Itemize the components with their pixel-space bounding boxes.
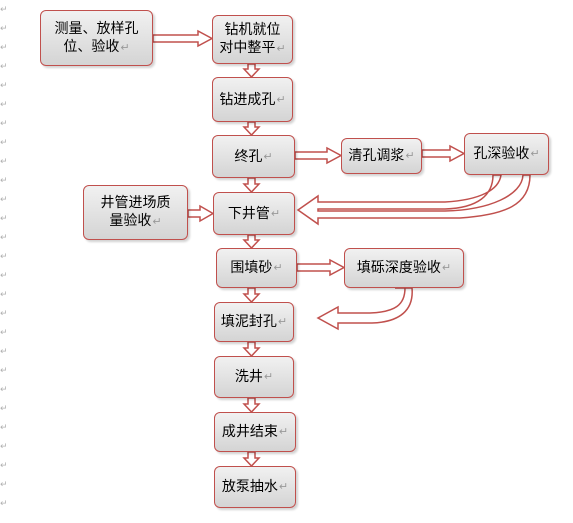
node-depth-label: 孔深验收 <box>473 146 530 162</box>
arrow-survey-to-align <box>152 29 214 48</box>
arrow-wash-to-complete <box>242 397 261 414</box>
node-pipecheck-line1: 井管进场质 <box>100 195 171 211</box>
paragraph-mark: ↵ <box>0 328 8 338</box>
paragraph-mark: ↵ <box>0 233 8 243</box>
node-complete: 成井结束↵ <box>214 412 296 452</box>
arrow-clean-to-depth <box>421 144 466 163</box>
arrow-pipecheck-to-lower <box>187 204 215 223</box>
arrow-depth-to-lower <box>296 174 531 226</box>
paragraph-mark: ↵ <box>0 480 8 490</box>
node-pump: 放泵抽水↵ <box>214 466 296 508</box>
arrow-finish-to-clean <box>294 146 343 165</box>
node-lower: 下井管↵ <box>213 192 295 235</box>
node-pump-label: 放泵抽水 <box>221 479 278 495</box>
paragraph-mark: ↵ <box>0 347 8 357</box>
node-complete-label: 成井结束 <box>221 424 278 440</box>
node-lower-label: 下井管 <box>227 205 270 222</box>
arrow-complete-to-pump <box>242 451 261 468</box>
arrow-finish-to-lower <box>242 177 261 194</box>
node-drill-label: 钻进成孔 <box>219 91 276 108</box>
node-finish-label: 终孔 <box>234 148 263 165</box>
paragraph-mark: ↵ <box>0 157 8 167</box>
paragraph-mark: ↵ <box>276 42 286 55</box>
paragraph-mark: ↵ <box>441 261 452 274</box>
node-fill-label: 围填砂 <box>230 260 273 276</box>
paragraph-mark: ↵ <box>0 499 8 509</box>
paragraph-mark: ↵ <box>263 149 273 163</box>
node-clean-label: 清孔调浆 <box>348 148 405 164</box>
arrow-fill-to-seal <box>242 287 261 304</box>
paragraph-mark: ↵ <box>405 149 415 162</box>
arrow-align-to-drill <box>242 63 261 79</box>
paragraph-mark: ↵ <box>273 261 283 274</box>
arrow-gravel-to-seal <box>316 287 413 331</box>
paragraph-mark: ↵ <box>0 309 8 319</box>
node-seal-label: 填泥封孔 <box>220 314 277 330</box>
paragraph-mark: ↵ <box>0 366 8 376</box>
paragraph-mark: ↵ <box>0 195 8 205</box>
paragraph-mark: ↵ <box>0 5 8 15</box>
paragraph-mark: ↵ <box>0 214 8 224</box>
arrow-seal-to-wash <box>242 341 261 358</box>
node-wash: 洗井↵ <box>214 356 294 398</box>
paragraph-mark: ↵ <box>0 385 8 395</box>
paragraph-mark: ↵ <box>0 461 8 471</box>
paragraph-mark: ↵ <box>0 81 8 91</box>
node-gravel: 填砾深度验收↵ <box>344 248 464 288</box>
paragraph-marks-column: ↵ ↵ ↵ ↵ ↵ ↵ ↵ ↵ ↵ ↵ ↵ ↵ ↵ ↵ ↵ ↵ ↵ ↵ ↵ ↵ ↵ ↵ ↵ ↵ ↵ ↵ ↵ <box>0 0 10 523</box>
node-seal: 填泥封孔↵ <box>214 302 294 342</box>
node-fill: 围填砂↵ <box>216 248 297 288</box>
node-depth: 孔深验收↵ <box>464 133 549 175</box>
paragraph-mark: ↵ <box>0 252 8 262</box>
paragraph-mark: ↵ <box>0 62 8 72</box>
paragraph-mark: ↵ <box>0 119 8 129</box>
paragraph-mark: ↵ <box>0 404 8 414</box>
node-align: 钻机就位 对中整平↵ <box>212 15 293 64</box>
arrow-lower-to-fill <box>242 234 261 250</box>
paragraph-mark: ↵ <box>263 370 274 383</box>
paragraph-mark: ↵ <box>0 100 8 110</box>
paragraph-mark: ↵ <box>0 423 8 433</box>
paragraph-mark: ↵ <box>530 147 540 160</box>
paragraph-mark: ↵ <box>0 271 8 281</box>
node-clean: 清孔调浆↵ <box>341 138 422 174</box>
arrow-fill-to-gravel <box>296 258 346 277</box>
paragraph-mark: ↵ <box>0 290 8 300</box>
paragraph-mark: ↵ <box>0 138 8 148</box>
node-align-line1: 钻机就位 <box>224 22 281 38</box>
node-drill: 钻进成孔↵ <box>212 77 293 122</box>
node-survey-layout: 测量、放样孔 位、验收↵ <box>40 10 153 66</box>
paragraph-mark: ↵ <box>276 92 286 106</box>
paragraph-mark: ↵ <box>277 315 288 328</box>
arrow-drill-to-finish <box>242 121 261 137</box>
paragraph-mark: ↵ <box>0 442 8 452</box>
paragraph-mark: ↵ <box>270 206 281 220</box>
node-pipecheck: 井管进场质 量验收↵ <box>83 185 188 240</box>
paragraph-mark: ↵ <box>278 425 289 438</box>
node-pipecheck-line2: 量验收 <box>109 213 152 229</box>
node-gravel-label: 填砾深度验收 <box>356 260 441 276</box>
paragraph-mark: ↵ <box>278 480 289 493</box>
node-wash-label: 洗井 <box>234 369 263 385</box>
paragraph-mark: ↵ <box>0 43 8 53</box>
node-survey-line2: 位、验收 <box>63 38 120 55</box>
paragraph-mark: ↵ <box>120 40 130 54</box>
paragraph-mark: ↵ <box>0 24 8 34</box>
node-finish: 终孔↵ <box>212 135 295 178</box>
paragraph-mark: ↵ <box>152 215 162 228</box>
node-survey-line1: 测量、放样孔 <box>54 20 139 37</box>
paragraph-mark: ↵ <box>0 176 8 186</box>
node-align-line2: 对中整平 <box>219 40 276 56</box>
